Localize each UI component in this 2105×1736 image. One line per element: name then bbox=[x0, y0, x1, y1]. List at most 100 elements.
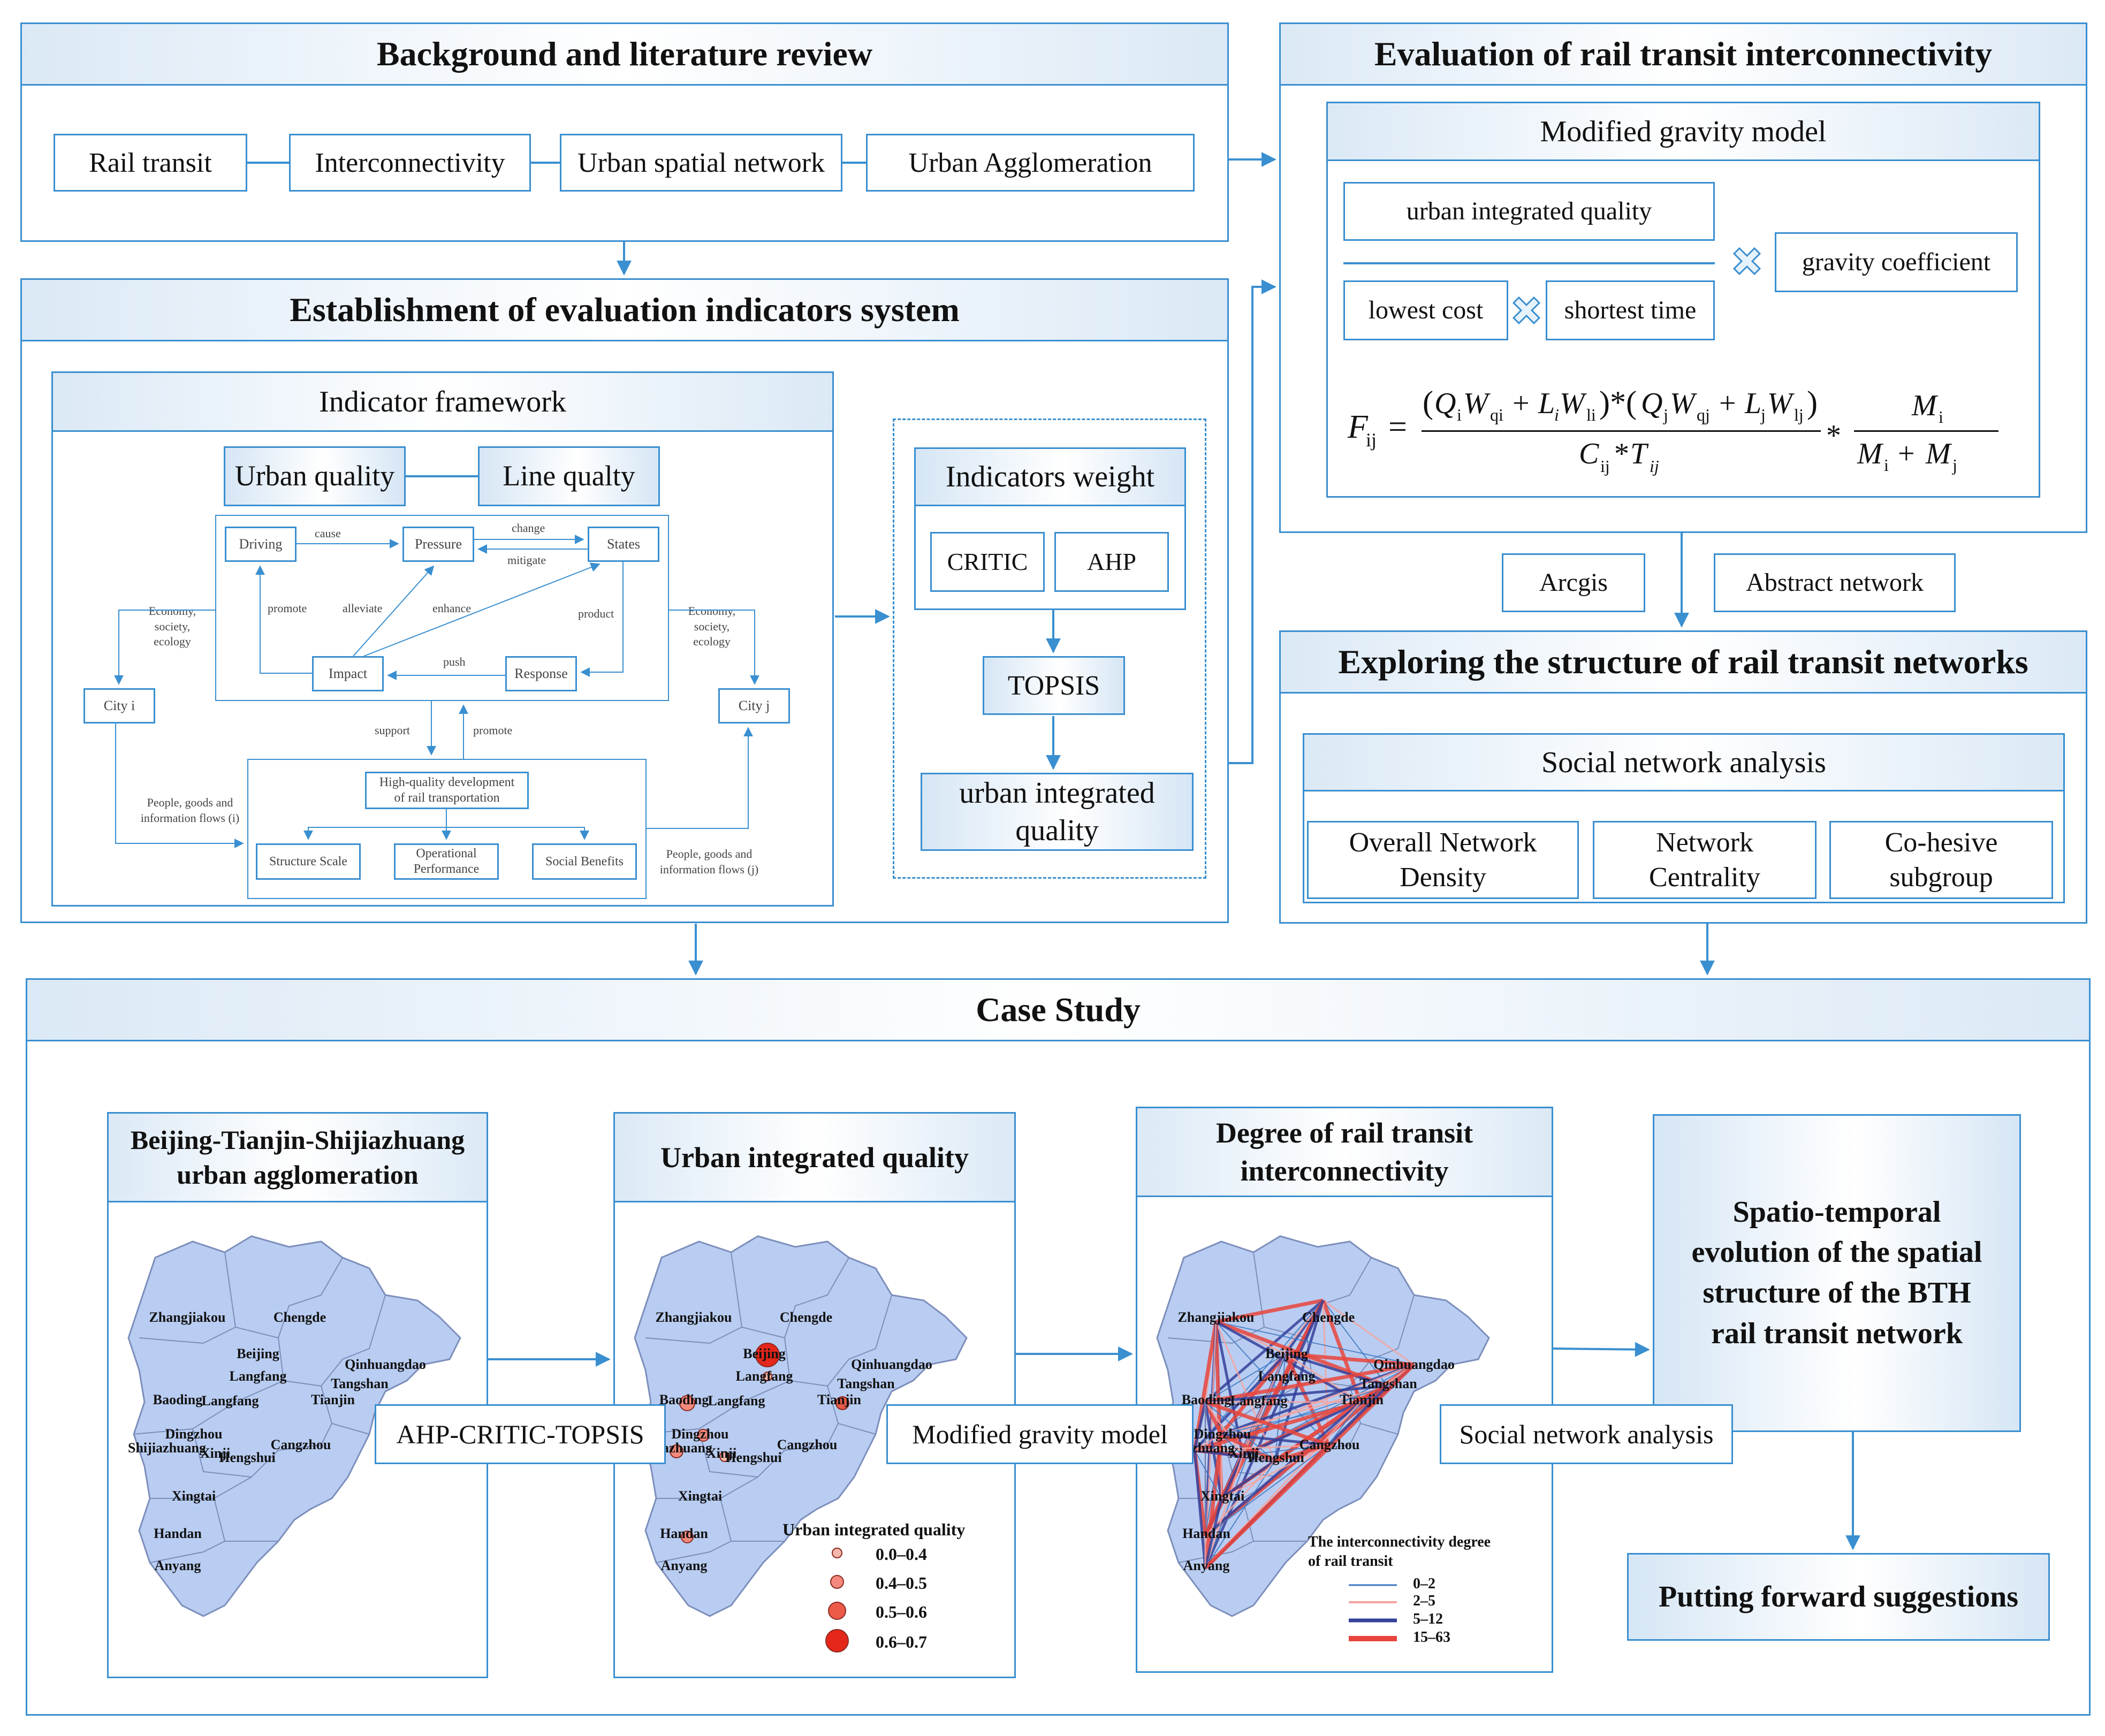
dpsir-states: States bbox=[588, 527, 659, 562]
region-border bbox=[149, 1541, 225, 1563]
svg-text:(: ( bbox=[1423, 385, 1433, 420]
region-border bbox=[645, 1327, 742, 1344]
region-border bbox=[698, 1423, 839, 1478]
hq-frame bbox=[247, 759, 647, 899]
legend2-symbols bbox=[825, 1548, 849, 1653]
city-label: Handan bbox=[154, 1526, 202, 1541]
suggestions-box: Putting forward suggestions bbox=[1627, 1553, 2050, 1641]
interconnect-link bbox=[1205, 1402, 1275, 1461]
quality-dot bbox=[697, 1429, 710, 1442]
svg-text:C: C bbox=[1579, 437, 1599, 470]
legend2-title: Urban integrated quality bbox=[782, 1520, 966, 1539]
case-study-title: Case Study bbox=[27, 980, 2089, 1041]
map2-title: Urban integrated quality bbox=[615, 1114, 1014, 1202]
multiply-icon bbox=[1512, 296, 1541, 325]
urban-quality-map: ChengdeZhangjiakouBeijingQinhuangdaoLang… bbox=[634, 1235, 968, 1617]
city-label: Xinji bbox=[706, 1445, 736, 1461]
operational-performance-box: Operational Performance bbox=[394, 843, 499, 880]
svg-text:Q: Q bbox=[1641, 387, 1662, 420]
city-label: Handan bbox=[660, 1526, 708, 1541]
interconnect-link bbox=[1194, 1444, 1329, 1451]
svg-text:li: li bbox=[1586, 405, 1596, 424]
interconnect-link bbox=[1274, 1443, 1329, 1463]
city-label: Tangshan bbox=[837, 1376, 895, 1391]
interconnect-link bbox=[1221, 1363, 1415, 1436]
interconnect-link bbox=[1194, 1433, 1222, 1451]
legend2-label-3: 0.5–0.6 bbox=[876, 1602, 927, 1621]
method-sna: Social network analysis bbox=[1440, 1404, 1733, 1464]
city-label: Chengde bbox=[780, 1309, 832, 1325]
city-label: Baoding bbox=[153, 1392, 203, 1407]
map1-title: Beijing-Tianjin-Shijiazhuang urban agglo… bbox=[109, 1114, 487, 1202]
city-label: Cangzhou bbox=[1300, 1437, 1360, 1452]
dpsir-response: Response bbox=[505, 656, 577, 691]
svg-text:L: L bbox=[1538, 387, 1555, 420]
legend3-label-4: 15–63 bbox=[1413, 1629, 1450, 1646]
legend2-label-4: 0.6–0.7 bbox=[876, 1632, 927, 1651]
label-support: support bbox=[375, 724, 410, 737]
interconnect-link bbox=[1221, 1385, 1388, 1435]
legend2-dot-4 bbox=[825, 1629, 849, 1653]
interconnect-link bbox=[1242, 1400, 1362, 1457]
city-label: Anyang bbox=[155, 1558, 201, 1573]
label-mitigate: mitigate bbox=[507, 553, 546, 567]
svg-text:lj: lj bbox=[1794, 405, 1804, 424]
city-label: Dingzhou bbox=[165, 1426, 223, 1442]
legend3-label-1: 0–2 bbox=[1413, 1575, 1435, 1592]
city-label: Cangzhou bbox=[271, 1437, 331, 1452]
city-label: Langfang bbox=[708, 1393, 765, 1408]
label-promote-2: promote bbox=[473, 724, 513, 737]
bg-item-urban-agglomeration: Urban Agglomeration bbox=[866, 134, 1195, 192]
svg-text:M: M bbox=[1857, 437, 1884, 470]
legend2-dot-3 bbox=[828, 1602, 846, 1620]
quality-dot bbox=[835, 1396, 849, 1410]
city-label: Tianjin bbox=[817, 1392, 861, 1407]
svg-text:i: i bbox=[1939, 407, 1943, 427]
background-title: Background and literature review bbox=[22, 24, 1227, 86]
city-label: Hengshui bbox=[725, 1450, 782, 1465]
indicators-title: Establishment of evaluation indicators s… bbox=[22, 280, 1227, 341]
urban-quality-box: Urban quality bbox=[224, 446, 406, 506]
city-label: Langfang bbox=[1258, 1368, 1316, 1384]
dpsir-driving: Driving bbox=[225, 527, 297, 562]
indicator-framework-title: Indicator framework bbox=[53, 373, 832, 432]
exploring-title: Exploring the structure of rail transit … bbox=[1281, 632, 2086, 694]
legend2-label-1: 0.0–0.4 bbox=[876, 1544, 927, 1564]
svg-text:): ) bbox=[1807, 385, 1818, 420]
fraction-line bbox=[1343, 262, 1715, 264]
legend3-label-2: 2–5 bbox=[1413, 1593, 1435, 1609]
svg-text:+: + bbox=[1719, 387, 1736, 420]
bth-base-map: ChengdeZhangjiakouBeijingQinhuangdaoLang… bbox=[127, 1235, 461, 1617]
svg-text:W: W bbox=[1560, 387, 1587, 420]
label-change: change bbox=[512, 521, 545, 535]
method-ahp-critic-topsis: AHP-CRITIC-TOPSIS bbox=[375, 1404, 666, 1464]
interconnect-link bbox=[1193, 1402, 1207, 1451]
dpsir-pressure: Pressure bbox=[402, 527, 474, 562]
interconnect-link bbox=[1215, 1321, 1415, 1365]
city-label: Dingzhou bbox=[1194, 1426, 1251, 1442]
svg-text:W: W bbox=[1463, 387, 1491, 420]
region-border bbox=[192, 1423, 332, 1478]
overall-network-density-box: Overall Network Density bbox=[1307, 821, 1579, 899]
city-label: Qinhuangdao bbox=[345, 1357, 426, 1372]
interconnect-link bbox=[1214, 1321, 1224, 1499]
label-flows-i: People, goods and information flows (i) bbox=[140, 796, 240, 825]
interconnect-link bbox=[1323, 1299, 1415, 1366]
city-label: Langfang bbox=[202, 1393, 259, 1408]
label-eco-right: Economy, society, ecology bbox=[688, 604, 736, 649]
city-label: Chengde bbox=[1302, 1309, 1355, 1325]
quality-dot bbox=[763, 1372, 772, 1381]
urban-integrated-quality-box: urban integrated quality bbox=[921, 773, 1194, 851]
city-label: Chengde bbox=[273, 1309, 326, 1325]
city-label: Zhangjiakou bbox=[655, 1309, 732, 1325]
city-label: Langfang bbox=[736, 1368, 793, 1384]
hq-development-box: High-quality development of rail transpo… bbox=[365, 772, 529, 809]
label-flows-j: People, goods and information flows (j) bbox=[659, 847, 759, 876]
interconnect-link bbox=[1204, 1402, 1244, 1456]
svg-text:i: i bbox=[1554, 405, 1559, 424]
interconnect-link bbox=[1204, 1401, 1362, 1537]
interconnect-link bbox=[1203, 1401, 1224, 1435]
city-label: Hengshui bbox=[1248, 1450, 1304, 1465]
city-label: Xingtai bbox=[678, 1488, 722, 1504]
svg-text:ij: ij bbox=[1650, 456, 1659, 476]
